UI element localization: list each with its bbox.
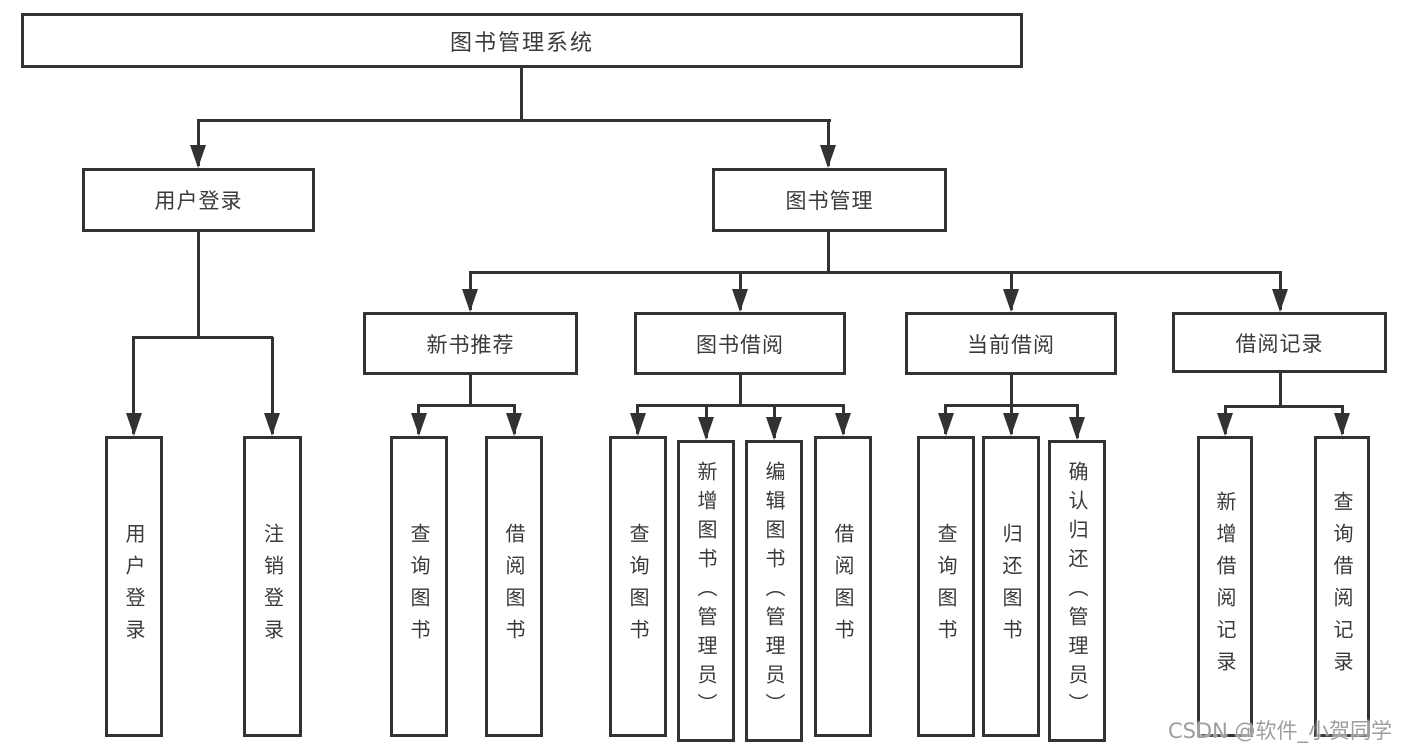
leaf-logout: 注销登录	[243, 436, 302, 737]
arrowhead-down-icon	[938, 413, 954, 436]
arrowhead-down-icon	[820, 145, 836, 168]
node-book-borrowing: 图书借阅	[634, 312, 846, 375]
arrowhead-down-icon	[190, 145, 206, 168]
node-label: 图书管理系统	[449, 30, 594, 56]
connector-userlogin-stem	[197, 232, 200, 338]
leaf-label: 确认归还（管理员）	[1065, 460, 1089, 722]
arrowhead-down-icon	[1217, 413, 1233, 436]
arrowhead-down-icon	[126, 413, 142, 436]
node-current-borrowing: 当前借阅	[905, 312, 1117, 375]
arrowhead-down-icon	[1003, 289, 1019, 312]
leaf-label: 用户登录	[122, 522, 146, 651]
arrowhead-down-icon	[1334, 413, 1350, 436]
leaf-label: 查询图书	[407, 522, 431, 651]
leaf-label: 注销登录	[260, 522, 285, 651]
connector-drop-line	[197, 120, 200, 166]
leaf-label: 查询图书	[626, 522, 650, 651]
connector-root-stem	[520, 68, 523, 121]
connector-root-hbar	[197, 119, 831, 122]
connector-bookmgmt-hbar	[469, 271, 1282, 274]
node-label: 图书管理	[785, 189, 874, 213]
csdn-watermark: CSDN @软件_小贺同学	[1167, 719, 1392, 743]
connector-drop-line	[132, 337, 135, 434]
arrowhead-down-icon	[264, 413, 280, 436]
arrowhead-down-icon	[630, 413, 646, 436]
node-new-book-recommend: 新书推荐	[363, 312, 578, 375]
leaf-label: 查询图书	[934, 522, 958, 651]
connector-records-stem	[1279, 373, 1282, 407]
connector-borrow-stem	[739, 375, 742, 406]
node-label: 当前借阅	[967, 332, 1055, 357]
connector-current-stem	[1010, 375, 1013, 406]
arrowhead-down-icon	[411, 413, 427, 436]
connector-newbook-hbar	[417, 404, 516, 407]
leaf-label: 借阅图书	[831, 522, 855, 651]
node-label: 图书借阅	[696, 332, 784, 357]
arrowhead-down-icon	[462, 289, 478, 312]
arrowhead-down-icon	[835, 413, 851, 436]
arrowhead-down-icon	[1003, 413, 1019, 436]
node-borrowing-records: 借阅记录	[1172, 312, 1387, 373]
leaf-edit-books-admin: 编辑图书（管理员）	[745, 440, 803, 742]
leaf-add-borrow-record: 新增借阅记录	[1197, 436, 1253, 737]
node-library-management-system: 图书管理系统	[21, 13, 1023, 68]
leaf-add-books-admin: 新增图书（管理员）	[677, 440, 735, 742]
leaf-borrow-query-books: 查询图书	[609, 436, 667, 737]
arrowhead-down-icon	[766, 417, 782, 440]
connector-records-hbar	[1224, 405, 1344, 408]
node-label: 新书推荐	[426, 332, 515, 357]
node-label: 借阅记录	[1235, 331, 1324, 356]
node-book-management: 图书管理	[712, 168, 947, 232]
leaf-return-books: 归还图书	[982, 436, 1040, 737]
leaf-label: 归还图书	[999, 522, 1023, 651]
leaf-current-query-books: 查询图书	[917, 436, 975, 737]
connector-newbook-stem	[469, 375, 472, 406]
leaf-label: 新增借阅记录	[1213, 490, 1237, 683]
node-user-login: 用户登录	[82, 168, 315, 232]
leaf-confirm-return-admin: 确认归还（管理员）	[1048, 440, 1106, 742]
arrowhead-down-icon	[1069, 417, 1085, 440]
leaf-query-borrow-record: 查询借阅记录	[1314, 436, 1370, 737]
connector-drop-line	[271, 337, 274, 434]
arrowhead-down-icon	[1272, 289, 1288, 312]
leaf-user-login: 用户登录	[105, 436, 163, 737]
leaf-label: 新增图书（管理员）	[694, 460, 718, 722]
leaf-label: 借阅图书	[502, 522, 526, 651]
arrowhead-down-icon	[732, 289, 748, 312]
node-label: 用户登录	[154, 189, 243, 213]
leaf-newbook-borrow-books: 借阅图书	[485, 436, 543, 737]
leaf-borrow-books: 借阅图书	[814, 436, 872, 737]
arrowhead-down-icon	[698, 417, 714, 440]
arrowhead-down-icon	[506, 413, 522, 436]
connector-bookmgmt-stem	[827, 232, 830, 273]
leaf-label: 编辑图书（管理员）	[762, 460, 786, 722]
leaf-label: 查询借阅记录	[1330, 490, 1354, 683]
connector-userlogin-hbar	[132, 336, 273, 339]
connector-drop-line	[827, 120, 830, 166]
leaf-newbook-query-books: 查询图书	[390, 436, 448, 737]
connector-borrow-hbar	[636, 404, 845, 407]
